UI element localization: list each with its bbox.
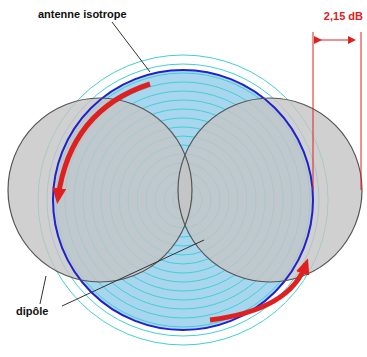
dimension-arrow <box>320 40 354 41</box>
antenna-label: antenne isotrope <box>38 8 127 21</box>
dipole-label: dipôle <box>16 305 48 318</box>
dipole-lobe <box>8 98 192 282</box>
leader-line <box>40 276 46 304</box>
rotation-arrow <box>210 264 306 320</box>
leader-line <box>62 240 204 306</box>
dipole-lobe <box>178 98 362 282</box>
rotation-arrow <box>58 84 150 198</box>
dipole-outline <box>178 98 362 282</box>
leader-line <box>112 22 150 72</box>
gain-label: 2,15 dB <box>324 10 363 23</box>
dimension-line <box>361 32 362 190</box>
dipole-outline <box>8 98 192 282</box>
isotropic-outline <box>53 70 313 330</box>
dimension-line <box>313 32 314 190</box>
